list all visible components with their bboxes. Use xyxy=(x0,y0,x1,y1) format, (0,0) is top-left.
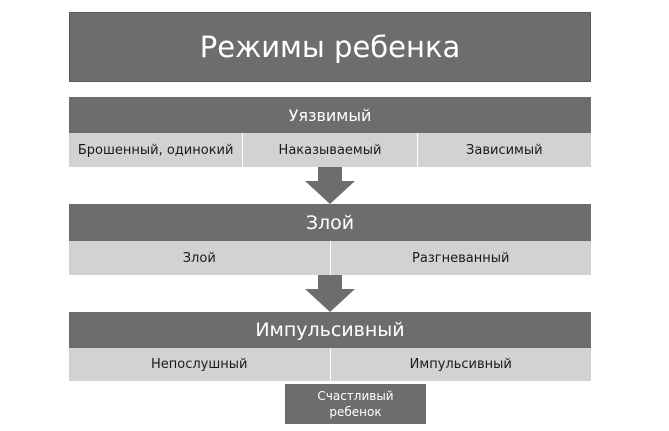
section-header-impulsive: Импульсивный xyxy=(69,312,591,348)
mode-abandoned-lonely: Брошенный, одинокий xyxy=(69,133,244,167)
mode-enraged: Разгневанный xyxy=(412,250,510,266)
section-row-angry: Злой Разгневанный xyxy=(69,241,591,275)
diagram-title: Режимы ребенка xyxy=(69,12,591,82)
mode-impulsive: Импульсивный xyxy=(409,357,512,372)
section-row-impulsive: Непослушный Импульсивный xyxy=(69,348,591,381)
mode-angry: Злой xyxy=(69,241,331,275)
section-header-angry: Злой xyxy=(69,204,591,241)
section-row-vulnerable: Брошенный, одинокий Наказываемый Зависим… xyxy=(69,133,591,167)
happy-child-line1: Счастливый xyxy=(317,389,394,403)
mode-punished: Наказываемый xyxy=(243,133,418,167)
happy-child-box: Счастливый ребенок xyxy=(285,384,426,424)
mode-dependent: Зависимый xyxy=(466,142,543,158)
happy-child-line2: ребенок xyxy=(329,405,382,419)
down-arrow-icon xyxy=(305,275,355,312)
section-header-vulnerable: Уязвимый xyxy=(69,97,591,133)
mode-disobedient: Непослушный xyxy=(69,348,331,381)
down-arrow-icon xyxy=(305,167,355,204)
